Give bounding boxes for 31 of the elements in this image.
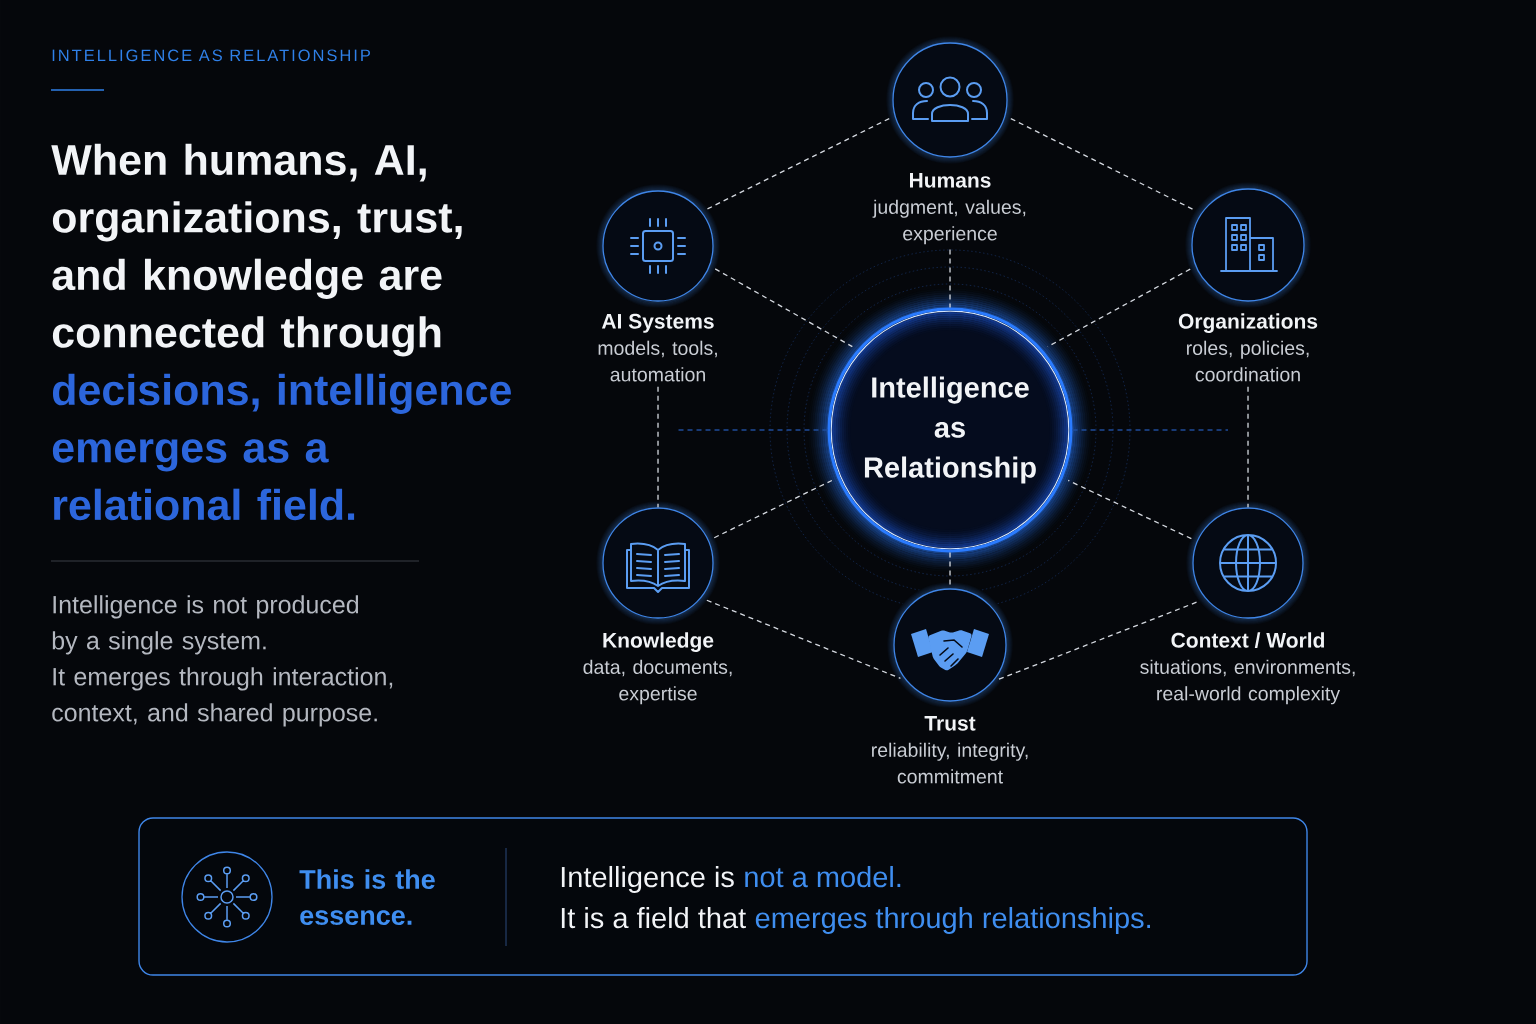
node-title: Humans bbox=[910, 173, 991, 188]
node-description: data, documents, expertise bbox=[583, 659, 732, 705]
connector-line bbox=[1071, 429, 1229, 431]
node-description: situations, environments, real-world complexity bbox=[1140, 659, 1355, 705]
connector-line bbox=[714, 268, 853, 348]
eyebrow-heading: INTELLIGENCE AS RELATIONSHIP bbox=[52, 49, 370, 62]
node-title: Knowledge bbox=[603, 632, 714, 652]
connector-line bbox=[1247, 386, 1249, 508]
statement-text: Intelligence is bbox=[561, 865, 734, 893]
connector-line bbox=[706, 117, 890, 210]
node-description: reliability, integrity, commitment bbox=[872, 742, 1028, 784]
headline-text: decisions, intelligence emerges as a relational field. bbox=[52, 373, 511, 521]
highlight-text: emerges through relationships. bbox=[755, 906, 1150, 934]
connector-line bbox=[1067, 479, 1192, 540]
connector-line bbox=[706, 599, 902, 680]
statement-text: It is a field that bbox=[561, 906, 746, 929]
body-text: It emerges through interaction, context, and shared purpose. bbox=[52, 667, 393, 727]
node-title: Organizations bbox=[1178, 313, 1318, 333]
node-description: judgment, values, experience bbox=[872, 199, 1026, 245]
node-title: Context / World bbox=[1171, 632, 1325, 648]
connector-line bbox=[657, 386, 659, 508]
callout-text: This is the essence. bbox=[299, 869, 435, 925]
node-description: models, tools, automation bbox=[598, 340, 717, 382]
headline-text: When humans, AI, organizations, trust, and knowledge are connected through bbox=[51, 143, 462, 357]
highlight-text: not a model. bbox=[745, 865, 901, 888]
node-description: roles, policies, coordination bbox=[1187, 340, 1309, 382]
node-title: AI Systems bbox=[601, 313, 714, 333]
connector-line bbox=[713, 479, 833, 539]
connector-line bbox=[949, 248, 951, 309]
node-title: Trust bbox=[924, 716, 976, 731]
body-text: Intelligence is not produced by a single system. bbox=[52, 595, 359, 655]
